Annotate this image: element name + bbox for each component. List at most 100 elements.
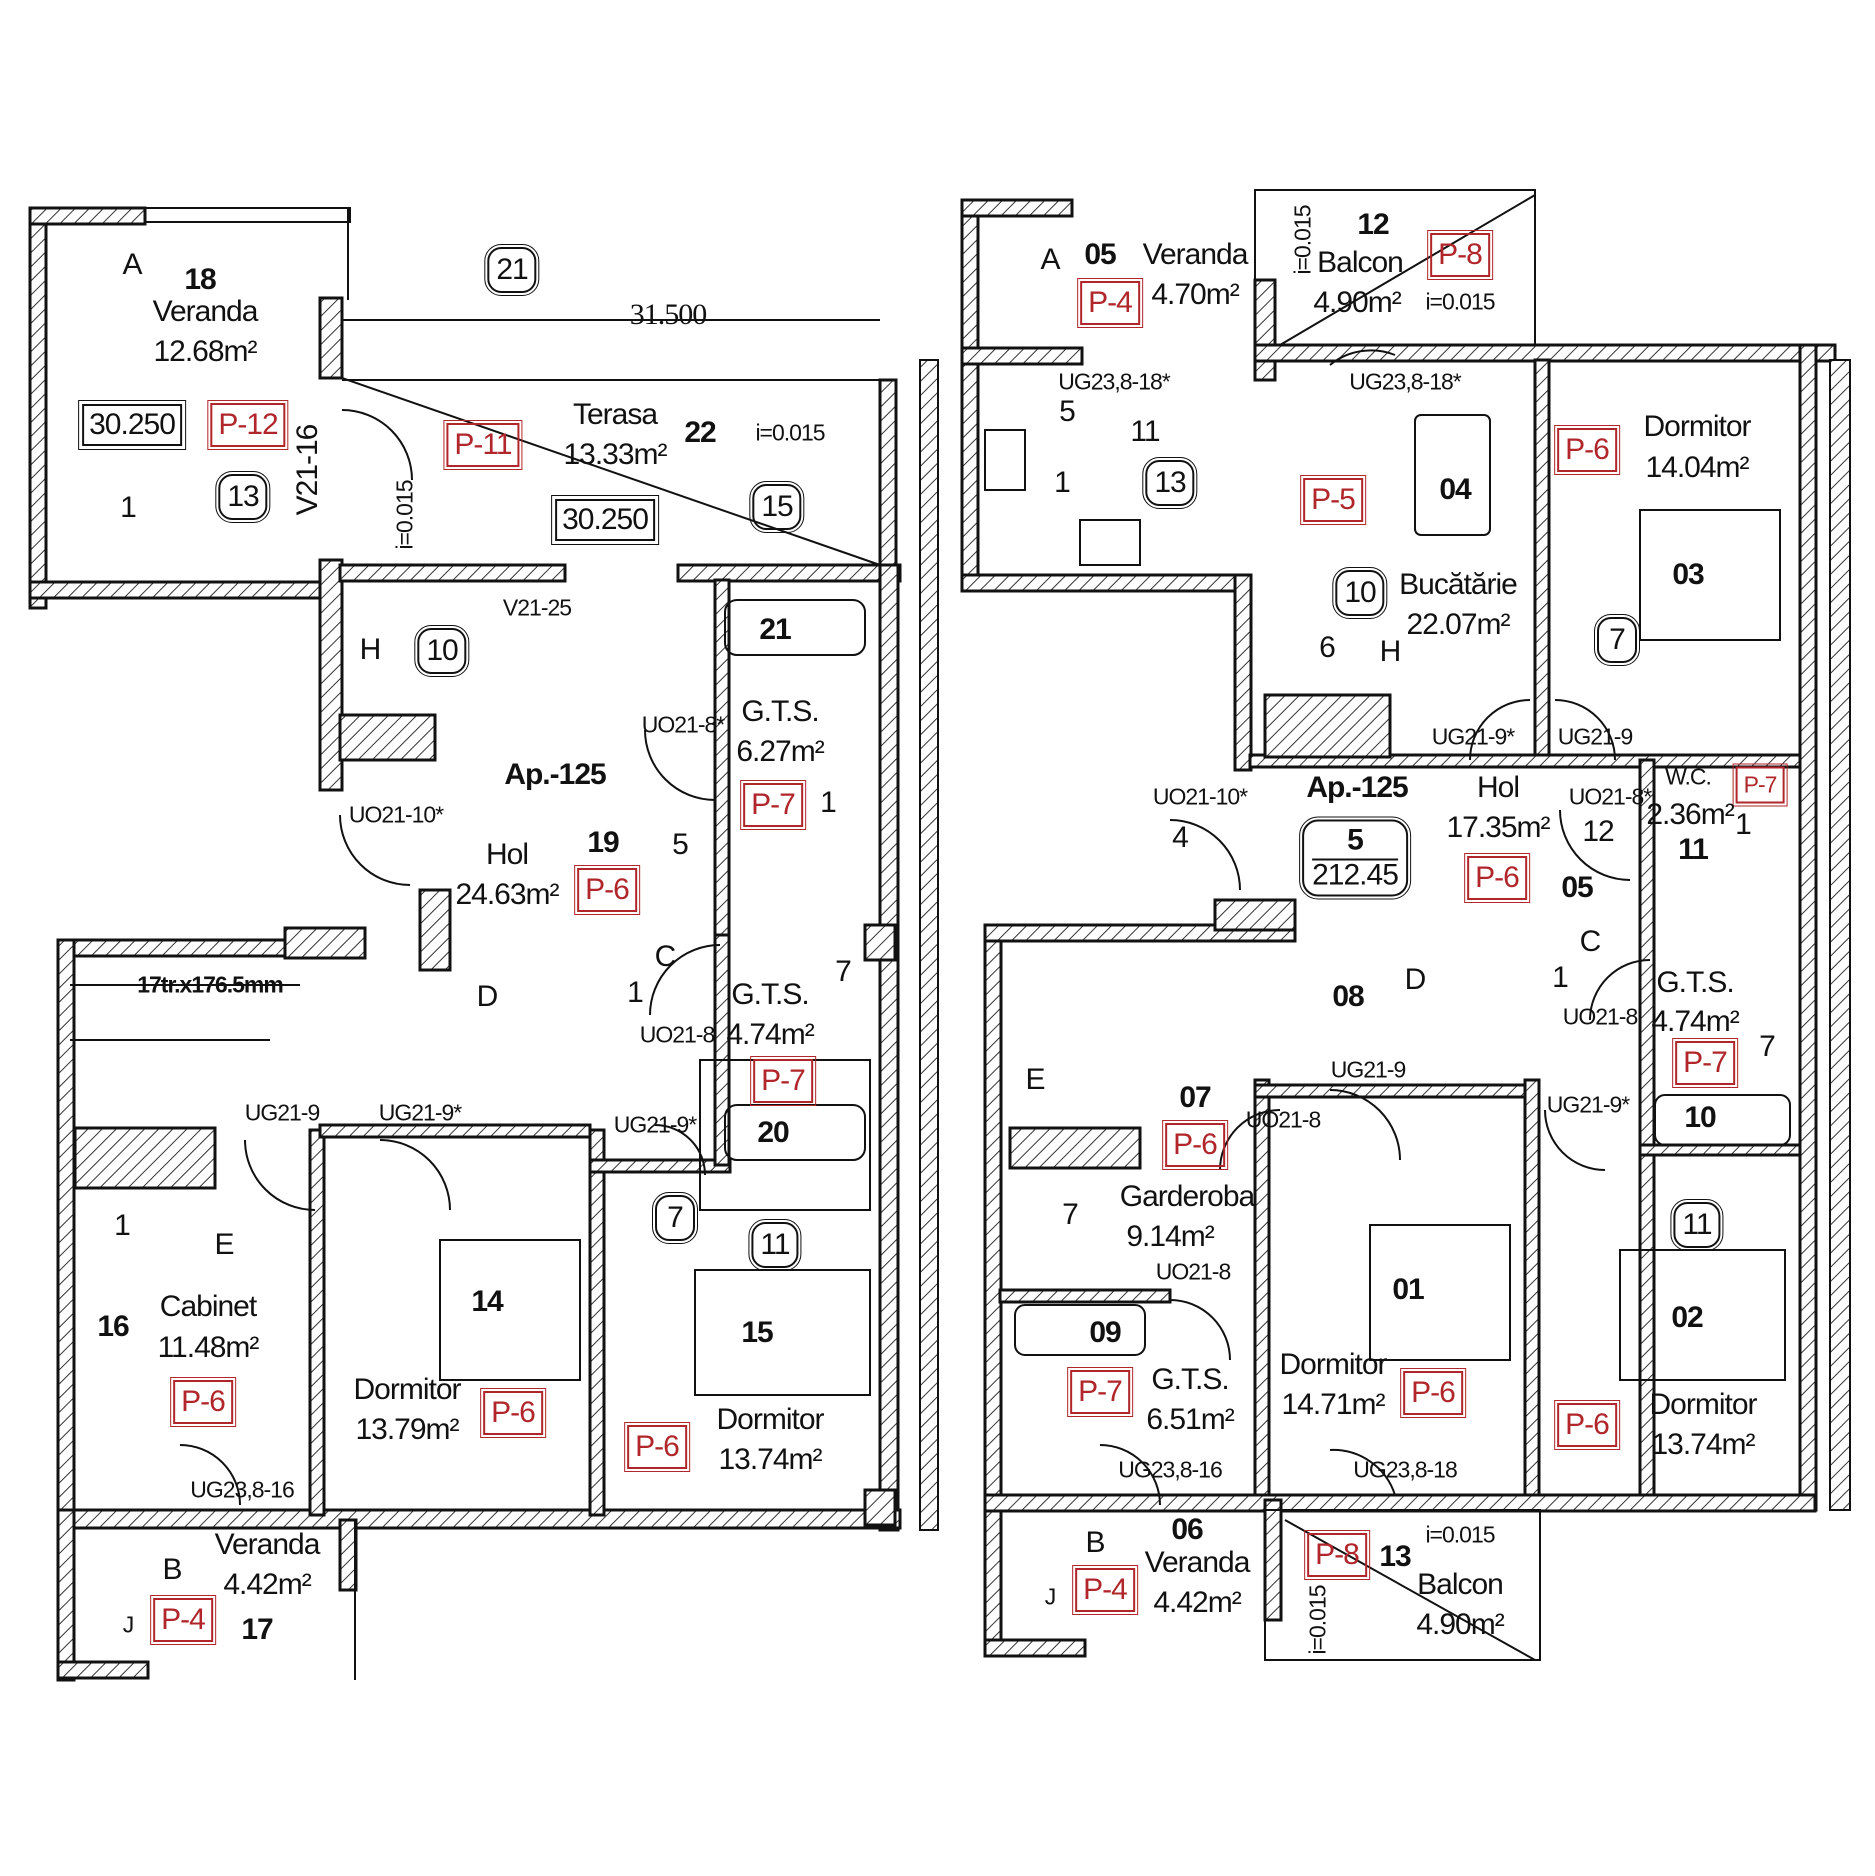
marker-h: H bbox=[359, 633, 382, 666]
room-area: 13.33m² bbox=[563, 438, 667, 471]
right-plan-walls bbox=[960, 198, 1837, 1658]
detail-callout: 15 bbox=[749, 481, 805, 533]
room-name-balcon: Balcon bbox=[1417, 1568, 1504, 1601]
marker: 5 bbox=[1059, 395, 1076, 428]
room-area: 6.27m² bbox=[736, 735, 824, 768]
room-area: 4.70m² bbox=[1151, 278, 1239, 311]
finish-tag: P-6 bbox=[1554, 425, 1620, 475]
room-number-22: 22 bbox=[684, 416, 716, 449]
door-tag: UO21-10* bbox=[1152, 783, 1248, 810]
room-area: 14.04m² bbox=[1645, 451, 1749, 484]
slope-mark: i=0.015 bbox=[1425, 1521, 1495, 1548]
door-tag: UG21-9 bbox=[1330, 1056, 1407, 1083]
marker-j: J bbox=[1044, 1583, 1056, 1610]
marker: 5 bbox=[672, 828, 689, 861]
door-tag: UG21-9* bbox=[378, 1099, 462, 1126]
room-area: 4.74m² bbox=[1651, 1005, 1739, 1038]
slope-mark: i=0.015 bbox=[755, 419, 825, 446]
room-area: 14.71m² bbox=[1281, 1388, 1385, 1421]
room-name-garderoba: Garderoba bbox=[1119, 1180, 1255, 1213]
slope-mark: i=0.015 bbox=[391, 480, 418, 550]
room-number-05: 05 bbox=[1561, 871, 1593, 904]
room-area: 13.74m² bbox=[1651, 1428, 1755, 1461]
room-name-gts: G.T.S. bbox=[731, 978, 809, 1011]
room-number-19: 19 bbox=[587, 826, 619, 859]
finish-tag: P-6 bbox=[480, 1388, 546, 1438]
window-tag: V21-25 bbox=[502, 594, 572, 621]
room-area: 4.42m² bbox=[1153, 1586, 1241, 1619]
room-area: 6.51m² bbox=[1146, 1403, 1234, 1436]
marker: 1 bbox=[1054, 466, 1071, 499]
room-area: 13.74m² bbox=[718, 1443, 822, 1476]
finish-tag: P-6 bbox=[1162, 1120, 1228, 1170]
room-area: 4.90m² bbox=[1416, 1608, 1504, 1641]
room-name-dormitor: Dormitor bbox=[353, 1373, 461, 1406]
finish-tag: P-6 bbox=[1464, 853, 1530, 903]
finish-tag: P-4 bbox=[1077, 278, 1143, 328]
room-number-02: 02 bbox=[1671, 1301, 1703, 1334]
level-mark: 30.250 bbox=[551, 495, 659, 545]
room-area: 24.63m² bbox=[455, 878, 559, 911]
marker-c: C bbox=[1579, 925, 1602, 958]
room-number-21: 21 bbox=[759, 613, 791, 646]
door-tag: UG23,8-16 bbox=[190, 1476, 295, 1503]
room-area: 12.68m² bbox=[153, 335, 257, 368]
room-area: 2.36m² bbox=[1646, 798, 1734, 831]
finish-tag: P-11 bbox=[443, 420, 523, 470]
marker-a: A bbox=[1040, 243, 1060, 276]
marker-c: C bbox=[654, 940, 677, 973]
marker-b: B bbox=[1085, 1526, 1105, 1559]
finish-tag: P-8 bbox=[1304, 1530, 1370, 1580]
finish-tag: P-6 bbox=[1400, 1368, 1466, 1418]
room-number-04: 04 bbox=[1439, 473, 1471, 506]
room-number-05: 05 bbox=[1084, 238, 1116, 271]
marker: 1 bbox=[820, 786, 837, 819]
room-number-11: 11 bbox=[1678, 833, 1709, 866]
marker: 7 bbox=[835, 955, 852, 988]
door-tag: UO21-10* bbox=[348, 801, 444, 828]
door-tag: UG23,8-18* bbox=[1058, 368, 1170, 395]
room-number-16: 16 bbox=[97, 1310, 129, 1343]
door-tag: UO21-8* bbox=[1568, 783, 1652, 810]
door-tag: UG23,8-18* bbox=[1349, 368, 1461, 395]
marker: 1 bbox=[627, 976, 644, 1009]
room-number-12: 12 bbox=[1357, 208, 1389, 241]
room-name-gts: G.T.S. bbox=[741, 695, 819, 728]
door-tag: UG23,8-18 bbox=[1353, 1456, 1458, 1483]
door-tag: UG21-9* bbox=[1431, 723, 1515, 750]
finish-tag: P-12 bbox=[207, 400, 289, 450]
room-name-veranda: Veranda bbox=[1144, 1546, 1251, 1579]
room-area: 4.42m² bbox=[223, 1568, 311, 1601]
door-tag: UO21-8* bbox=[641, 711, 725, 738]
elevation-mark: 31.500 bbox=[629, 298, 707, 331]
finish-tag: P-6 bbox=[1554, 1400, 1620, 1450]
room-name-hol: Hol bbox=[1476, 771, 1520, 804]
room-number-10: 10 bbox=[1684, 1101, 1716, 1134]
slope-mark: i=0.015 bbox=[1304, 1585, 1331, 1655]
finish-tag: P-7 bbox=[1672, 1038, 1738, 1088]
left-plan-walls bbox=[28, 206, 902, 1682]
apartment-badge-number: 5 bbox=[1312, 825, 1398, 861]
room-name-terasa: Terasa bbox=[572, 398, 658, 431]
room-area: 13.79m² bbox=[355, 1413, 459, 1446]
right-plan-lines bbox=[984, 189, 1851, 1661]
marker: 12 bbox=[1582, 815, 1614, 848]
finish-tag: P-6 bbox=[170, 1377, 236, 1427]
room-name-dormitor: Dormitor bbox=[1643, 410, 1751, 443]
finish-tag: P-5 bbox=[1300, 475, 1366, 525]
room-number-14: 14 bbox=[471, 1285, 503, 1318]
door-tag: UG21-9 bbox=[244, 1099, 321, 1126]
marker: 1 bbox=[1552, 961, 1569, 994]
marker: 4 bbox=[1172, 821, 1189, 854]
apartment-badge: 5 212.45 bbox=[1299, 816, 1411, 900]
window-tag: V21-16 bbox=[291, 424, 324, 516]
finish-tag: P-6 bbox=[574, 865, 640, 915]
stair-note: 17tr.x176.5mm bbox=[137, 971, 284, 998]
finish-tag: P-7 bbox=[1732, 763, 1788, 807]
room-number-08: 08 bbox=[1332, 980, 1364, 1013]
door-tag: UO21-8 bbox=[639, 1021, 716, 1048]
finish-tag: P-7 bbox=[1067, 1367, 1133, 1417]
detail-callout: 21 bbox=[484, 244, 540, 296]
marker-h: H bbox=[1379, 635, 1402, 668]
